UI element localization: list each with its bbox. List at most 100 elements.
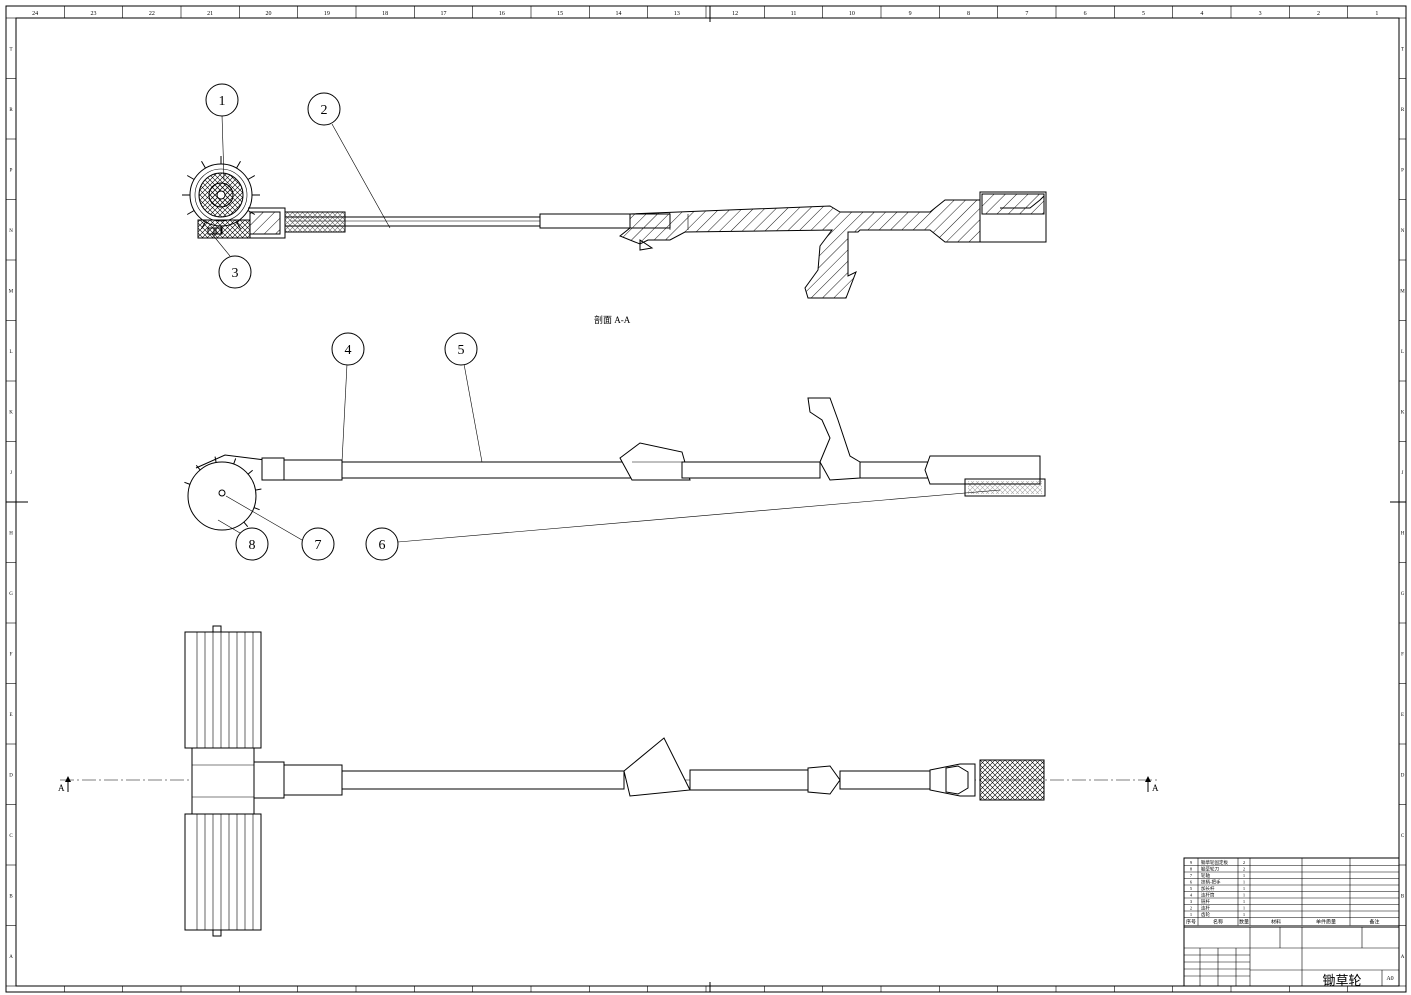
axle-hole <box>218 489 226 497</box>
column-label: 21 <box>207 11 213 17</box>
row-label: F <box>1401 652 1404 657</box>
rod-socket <box>283 459 343 481</box>
chain-housing <box>197 219 251 239</box>
column-label: 22 <box>149 11 155 17</box>
svg-text:1: 1 <box>1190 912 1192 917</box>
top-view <box>60 625 1160 937</box>
column-label: 5 <box>1142 11 1145 17</box>
grip-side <box>924 455 1041 485</box>
extension-rod-top <box>341 770 625 790</box>
svg-text:4: 4 <box>1190 893 1193 898</box>
section-marker-right: A <box>1145 776 1159 793</box>
row-label: C <box>9 834 13 839</box>
svg-text:A: A <box>1152 783 1159 793</box>
column-label: 4 <box>1200 11 1203 17</box>
column-label: 13 <box>674 11 680 17</box>
wheel-top-upper <box>184 631 262 749</box>
svg-text:2: 2 <box>321 103 328 118</box>
svg-text:链杆: 链杆 <box>1201 898 1210 905</box>
svg-text:2: 2 <box>1243 867 1245 872</box>
row-label: B <box>9 894 13 899</box>
row-label: M <box>1400 289 1405 294</box>
svg-text:扶柄-把手: 扶柄-把手 <box>1201 879 1221 886</box>
column-label: 14 <box>616 11 622 17</box>
svg-text:齿轮: 齿轮 <box>1201 911 1210 918</box>
row-label: A <box>9 955 13 960</box>
svg-text:备注: 备注 <box>1369 919 1379 926</box>
svg-text:4: 4 <box>345 343 352 358</box>
svg-text:1: 1 <box>1243 886 1245 891</box>
balloon-8: 8 <box>235 527 269 561</box>
svg-text:连杆: 连杆 <box>1201 905 1210 912</box>
column-label: 12 <box>732 11 738 17</box>
svg-text:1: 1 <box>1243 893 1245 898</box>
bom-row: 6 扶柄-把手 1 <box>1190 879 1245 886</box>
balloon-4: 4 <box>331 332 365 366</box>
balloon-2: 2 <box>307 92 341 126</box>
svg-text:5: 5 <box>458 343 465 358</box>
coupler-top <box>807 765 841 795</box>
row-label: E <box>1401 713 1404 718</box>
wheel-tines-side <box>184 456 262 527</box>
grip-top <box>979 759 1045 801</box>
wedge-guard <box>619 442 691 481</box>
row-label: D <box>1401 773 1405 778</box>
svg-text:7: 7 <box>1190 873 1193 878</box>
row-label: L <box>1401 350 1404 355</box>
wedge-top <box>623 737 691 797</box>
svg-text:锄草轮固定板: 锄草轮固定板 <box>1201 859 1228 866</box>
wheel-top-lower <box>184 813 262 931</box>
svg-text:6: 6 <box>379 538 386 553</box>
svg-text:材料: 材料 <box>1271 919 1281 926</box>
svg-text:1: 1 <box>1243 912 1245 917</box>
column-label: 16 <box>499 11 505 17</box>
column-label: 6 <box>1084 11 1087 17</box>
column-label: 3 <box>1259 11 1262 17</box>
svg-text:锄草轮刀: 锄草轮刀 <box>1201 866 1219 873</box>
svg-text:2: 2 <box>1190 906 1192 911</box>
bom-row: 2 连杆 1 <box>1190 905 1245 912</box>
column-label: 11 <box>791 11 797 17</box>
section-marker-left: A <box>58 776 71 793</box>
wheel-side <box>187 461 257 531</box>
svg-text:1: 1 <box>1243 906 1245 911</box>
balloon-6: 6 <box>365 527 399 561</box>
column-label: 17 <box>441 11 447 17</box>
column-label: 9 <box>909 11 912 17</box>
sheet-size: A0 <box>1386 976 1393 982</box>
svg-text:8: 8 <box>1190 867 1193 872</box>
bom-header: 序号名称数量材料单件质量备注 <box>1186 919 1380 926</box>
svg-text:连杆筒: 连杆筒 <box>1201 892 1215 899</box>
bom-row: 4 连杆筒 1 <box>1190 892 1245 899</box>
column-label: 8 <box>967 11 970 17</box>
column-label: 24 <box>32 11 38 17</box>
drawing-title: 锄草轮 <box>1322 973 1361 988</box>
row-label: M <box>9 289 14 294</box>
row-label: N <box>1401 229 1405 234</box>
row-label: R <box>1401 108 1405 113</box>
column-label: 19 <box>324 11 330 17</box>
row-label: J <box>1402 471 1404 476</box>
row-label: E <box>9 713 12 718</box>
svg-text:1: 1 <box>1243 899 1245 904</box>
row-label: T <box>1401 47 1404 52</box>
column-label: 18 <box>382 11 388 17</box>
svg-text:6: 6 <box>1190 880 1193 885</box>
svg-text:单件质量: 单件质量 <box>1316 919 1336 926</box>
svg-text:1: 1 <box>1243 880 1245 885</box>
balloon-5: 5 <box>444 332 478 366</box>
balloon-1: 1 <box>205 83 239 117</box>
svg-text:7: 7 <box>315 538 322 553</box>
row-label: N <box>9 229 13 234</box>
handle-lever-side <box>807 397 861 481</box>
side-view <box>184 397 1046 531</box>
svg-text:轮轴: 轮轴 <box>1201 872 1210 879</box>
leader-lines <box>211 114 1001 543</box>
